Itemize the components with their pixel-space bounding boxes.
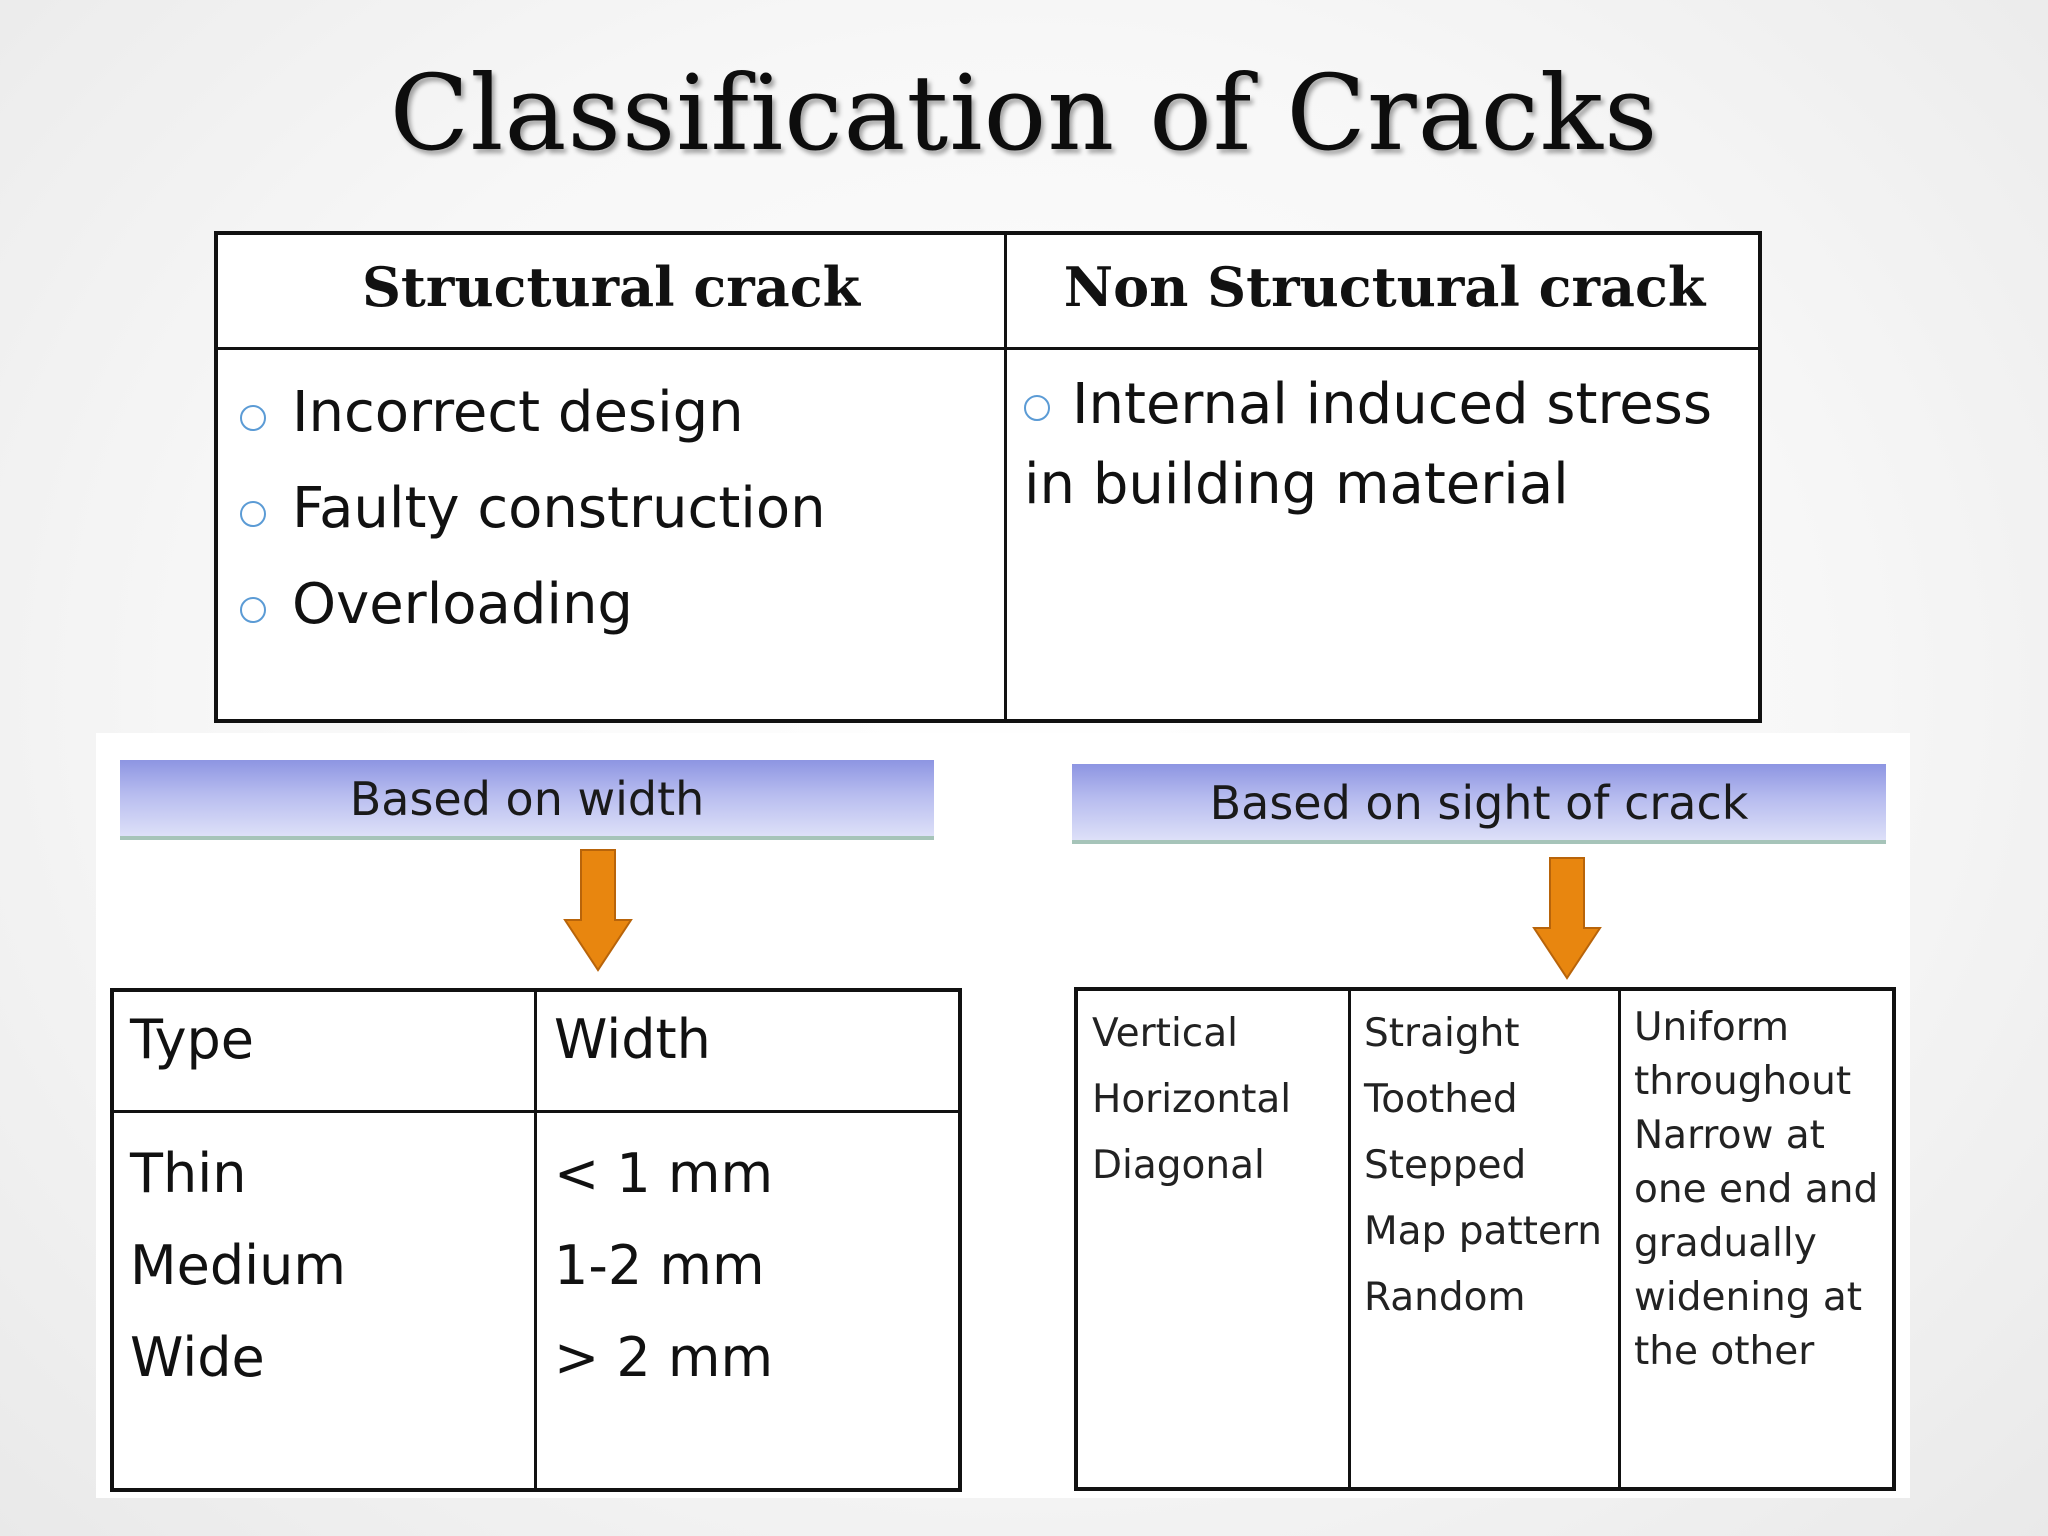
list-item: Random: [1364, 1275, 1526, 1320]
table-divider-horizontal: [114, 1110, 958, 1113]
width-column-header: Width: [554, 1008, 711, 1071]
list-item-text: Incorrect design: [292, 380, 744, 445]
list-item: Faulty construction: [240, 461, 826, 557]
list-item-text: Overloading: [292, 572, 633, 637]
bullet-circle-icon: [240, 501, 266, 527]
type-column-header: Type: [130, 1008, 255, 1071]
based-on-sight-banner: Based on sight of crack: [1072, 764, 1886, 844]
width-cell-thin: < 1 mm: [554, 1142, 774, 1205]
width-cell-wide: > 2 mm: [554, 1326, 774, 1389]
list-item-text: Internal induced stress: [1072, 372, 1713, 437]
width-cell-medium: 1-2 mm: [554, 1234, 765, 1297]
type-column: Thin Medium Wide: [130, 1128, 346, 1404]
classification-table: Structural crack Non Structural crack In…: [214, 231, 1762, 723]
structural-causes-list: Incorrect design Faulty construction Ove…: [240, 365, 826, 653]
list-item: Overloading: [240, 557, 826, 653]
list-item: Uniform: [1634, 1005, 1790, 1050]
list-item: widening at: [1634, 1275, 1863, 1320]
list-item: Diagonal: [1092, 1143, 1265, 1188]
list-item: Toothed: [1364, 1077, 1518, 1122]
list-item: gradually: [1634, 1221, 1817, 1266]
down-arrow-icon: [563, 849, 633, 972]
width-column: < 1 mm 1-2 mm > 2 mm: [554, 1128, 773, 1404]
bullet-circle-icon: [240, 597, 266, 623]
list-item: Map pattern: [1364, 1209, 1602, 1254]
list-item: Vertical: [1092, 1011, 1238, 1056]
list-item-text: Faulty construction: [292, 476, 826, 541]
sight-table: Vertical Horizontal Diagonal Straight To…: [1074, 987, 1896, 1491]
bullet-circle-icon: [240, 405, 266, 431]
non-structural-cause: Internal induced stress in building mate…: [1024, 365, 1744, 525]
list-item: one end and: [1634, 1167, 1879, 1212]
list-item: throughout: [1634, 1059, 1852, 1104]
list-item: the other: [1634, 1329, 1815, 1374]
list-item: Stepped: [1364, 1143, 1527, 1188]
list-item: Straight: [1364, 1011, 1520, 1056]
type-cell-medium: Medium: [130, 1234, 346, 1297]
bullet-circle-icon: [1024, 395, 1050, 421]
type-cell-thin: Thin: [130, 1142, 247, 1205]
table-divider-horizontal: [218, 347, 1758, 350]
slide-title: Classification of Cracks: [389, 52, 1659, 174]
width-table: Type Width Thin Medium Wide < 1 mm 1-2 m…: [110, 988, 962, 1492]
direction-column: Vertical Horizontal Diagonal: [1092, 1001, 1291, 1199]
lower-panel: Based on width Based on sight of crack T…: [96, 733, 1910, 1498]
table-divider-vertical: [1348, 991, 1351, 1487]
non-structural-cause-line-2: in building material: [1024, 452, 1569, 517]
list-item: Horizontal: [1092, 1077, 1292, 1122]
uniformity-column: Uniform throughout Narrow at one end and…: [1634, 1001, 1878, 1379]
list-item: Incorrect design: [240, 365, 826, 461]
down-arrow-icon: [1532, 857, 1602, 980]
table-divider-vertical: [1004, 235, 1007, 719]
table-divider-vertical: [1618, 991, 1621, 1487]
table-divider-vertical: [534, 992, 537, 1488]
non-structural-cause-line-1: Internal induced stress: [1024, 365, 1744, 445]
shape-column: Straight Toothed Stepped Map pattern Ran…: [1364, 1001, 1602, 1331]
list-item: Narrow at: [1634, 1113, 1825, 1158]
non-structural-crack-heading: Non Structural crack: [1063, 255, 1706, 319]
type-cell-wide: Wide: [130, 1326, 265, 1389]
based-on-width-banner: Based on width: [120, 760, 934, 840]
structural-crack-heading: Structural crack: [361, 255, 861, 319]
